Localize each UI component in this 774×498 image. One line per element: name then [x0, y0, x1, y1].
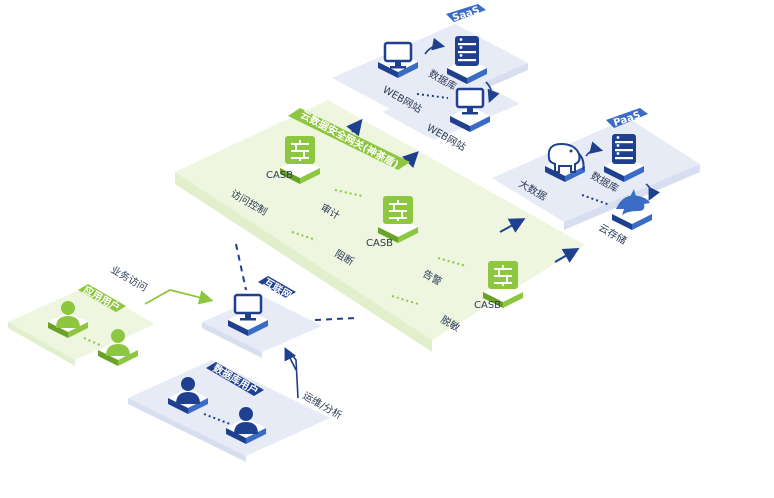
paas-database-icon — [612, 134, 636, 164]
casb-3-icon — [487, 260, 519, 290]
saas-database-icon — [455, 36, 479, 66]
casb-1-label: CASB — [266, 170, 293, 181]
gateway-zone-platform — [175, 100, 585, 352]
business-access-label: 业务访问 — [109, 263, 150, 294]
svg-text:SaaS: SaaS — [451, 5, 481, 24]
saas-zone-platform-lower — [382, 76, 520, 140]
saas-label-badge: SaaS — [446, 4, 486, 24]
casb-3-label: CASB — [474, 300, 501, 311]
elephant-icon — [547, 142, 585, 173]
casb-2-icon — [382, 195, 414, 225]
casb-2-label: CASB — [366, 238, 393, 249]
casb-1-icon — [284, 135, 316, 165]
dolphin-icon — [616, 189, 650, 215]
connectors — [83, 37, 661, 425]
db-users-zone-platform — [128, 360, 330, 462]
